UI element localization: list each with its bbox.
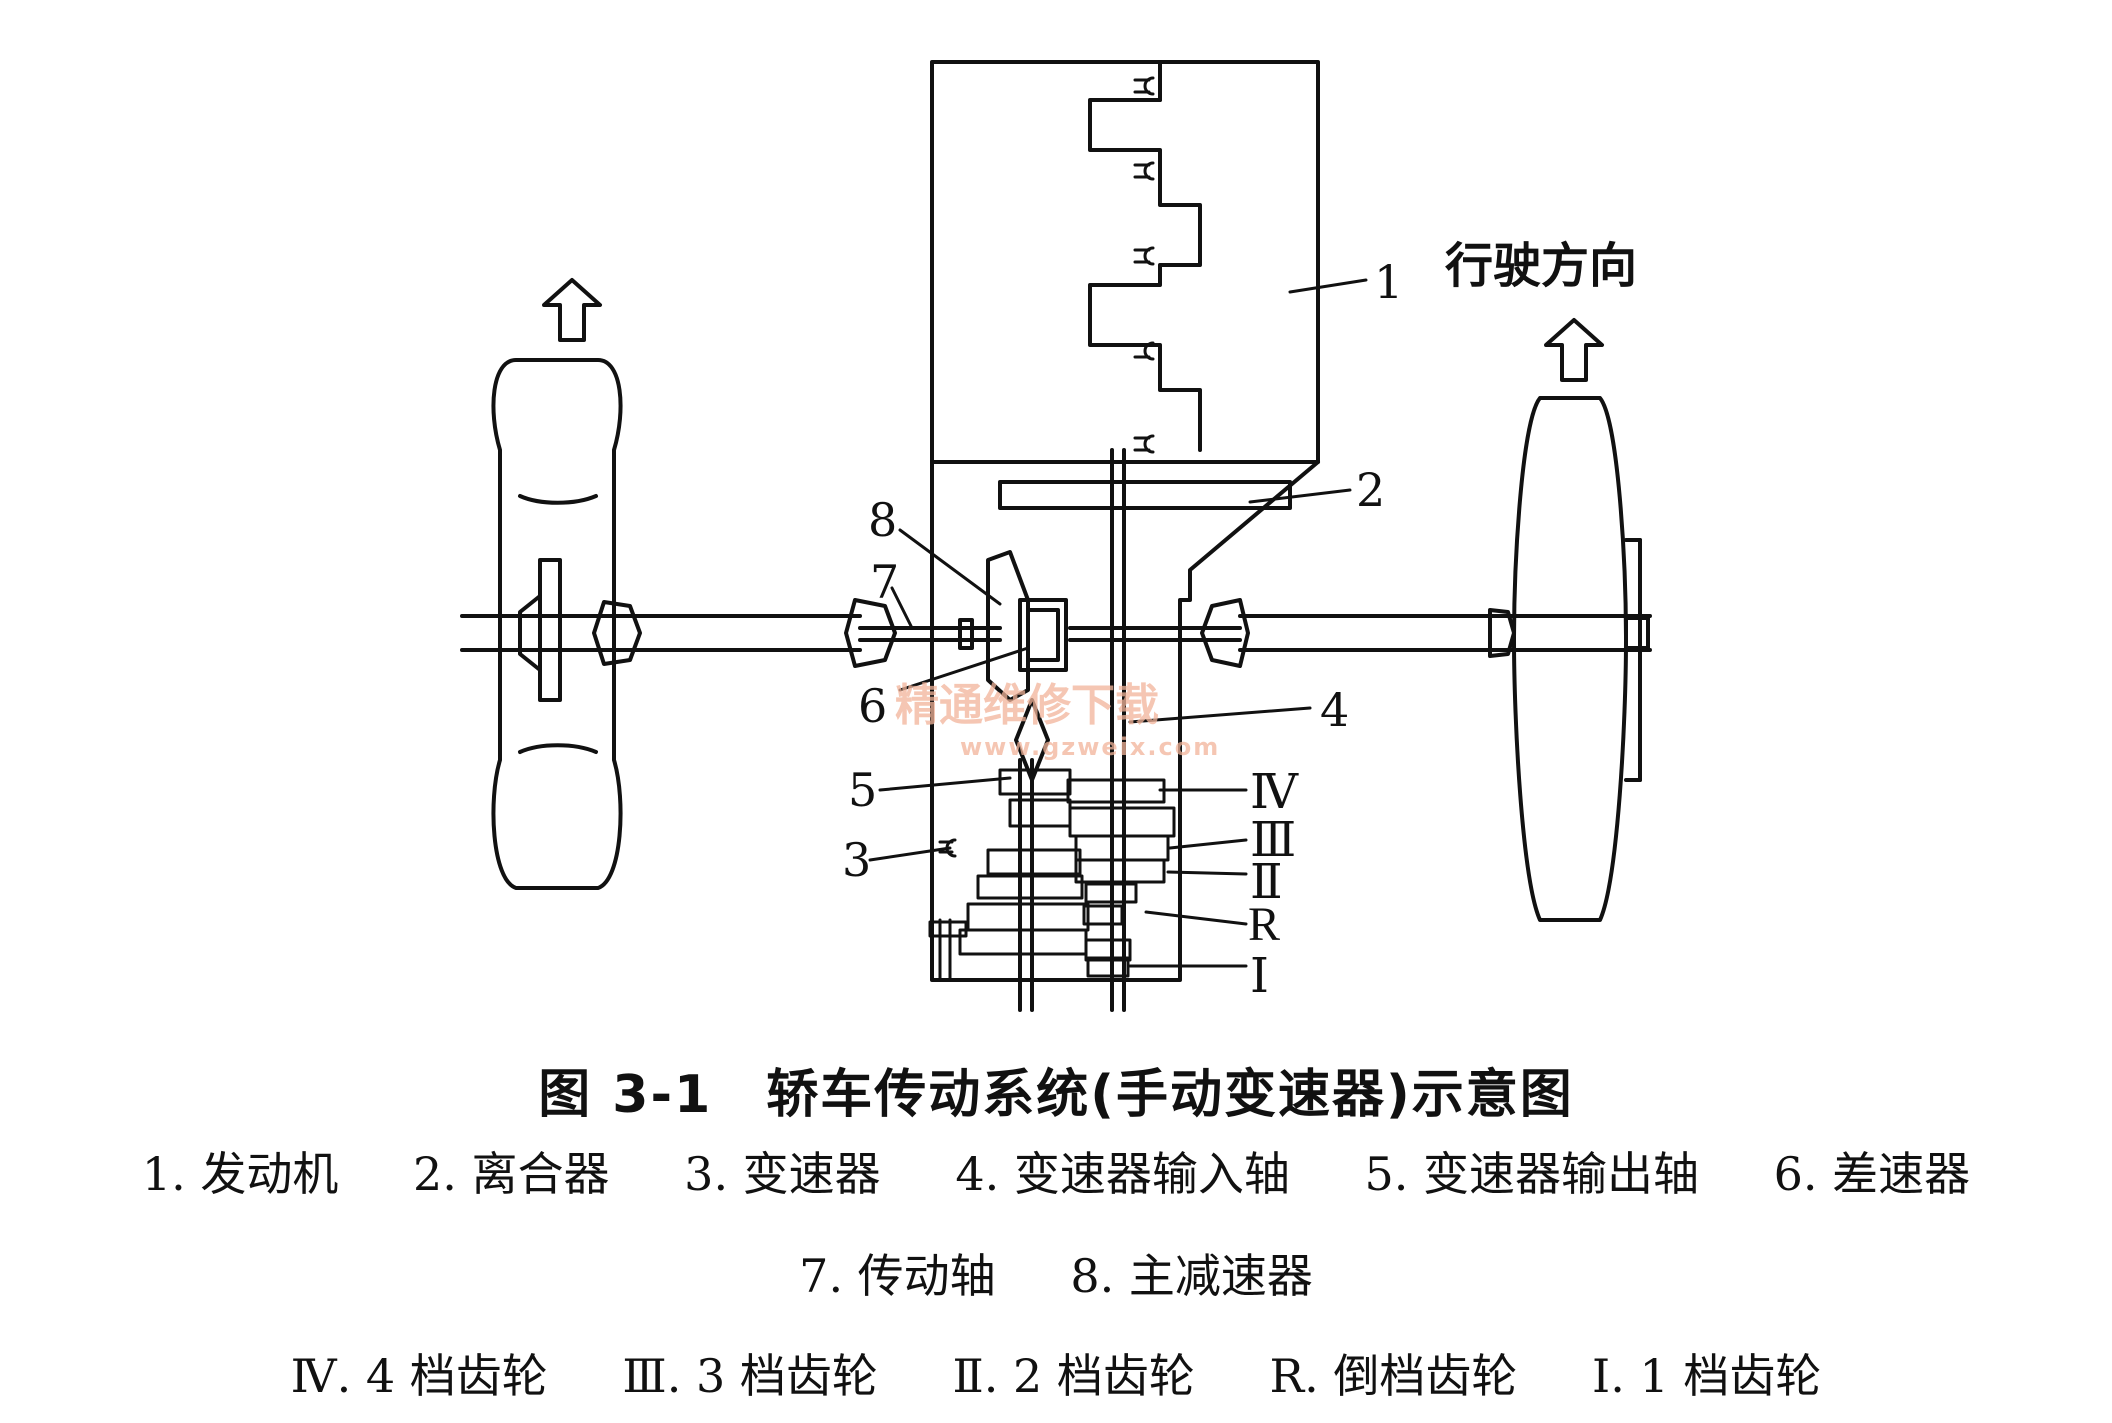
legend-item: Ⅲ. 3 档齿轮 (622, 1349, 878, 1403)
legend-row-2: 7. 传动轴 8. 主减速器 (0, 1240, 2112, 1306)
input-shaft (1110, 448, 1126, 1012)
legend-item: R. 倒档齿轮 (1269, 1349, 1518, 1403)
callout-2: 2 (1356, 463, 1385, 517)
legend-item: 6. 差速器 (1773, 1147, 1971, 1201)
left-wheel (491, 358, 623, 890)
legend-item: 8. 主减速器 (1070, 1249, 1313, 1303)
right-wheel (1512, 396, 1650, 922)
callout-4: 4 (1320, 683, 1349, 737)
gear-label-2: Ⅱ (1250, 856, 1283, 909)
legend-item: 5. 变速器输出轴 (1364, 1147, 1699, 1201)
driving-direction-label: 行驶方向 (1445, 238, 1637, 294)
engine-block (930, 60, 1320, 464)
legend-item: 7. 传动轴 (799, 1249, 996, 1303)
final-drive (986, 550, 1068, 782)
gear-label-r: R (1248, 898, 1280, 951)
right-direction-arrow-icon (1544, 318, 1604, 382)
callout-1: 1 (1374, 255, 1403, 309)
watermark-text: 精通维修下载 (895, 680, 1159, 731)
legend-item: Ⅳ. 4 档齿轮 (290, 1349, 548, 1403)
callout-7: 7 (870, 555, 899, 609)
legend-item: 4. 变速器输入轴 (955, 1147, 1290, 1201)
legend-item: Ⅰ. 1 档齿轮 (1592, 1349, 1822, 1403)
figure-title: 图 3-1 轿车传动系统(手动变速器)示意图 (538, 1065, 1574, 1125)
leader-lines (868, 278, 1368, 968)
clutch-plate (998, 480, 1292, 510)
gear-stack (928, 768, 1176, 982)
gear-label-3: Ⅲ (1250, 814, 1296, 867)
callout-5: 5 (848, 763, 877, 817)
transaxle-housing (930, 460, 1320, 982)
legend-row-1: 1. 发动机 2. 离合器 3. 变速器 4. 变速器输入轴 5. 变速器输出轴… (0, 1138, 2112, 1204)
left-direction-arrow-icon (542, 278, 602, 342)
legend-item: 2. 离合器 (413, 1147, 610, 1201)
legend-row-3: Ⅳ. 4 档齿轮 Ⅲ. 3 档齿轮 Ⅱ. 2 档齿轮 R. 倒档齿轮 Ⅰ. 1 … (0, 1340, 2112, 1406)
drive-shaft (460, 598, 1652, 668)
watermark-url: www.gzweix.com (960, 733, 1220, 761)
legend-item: 3. 变速器 (684, 1147, 881, 1201)
callout-3: 3 (842, 833, 871, 887)
legend-item: Ⅱ. 2 档齿轮 (952, 1349, 1195, 1403)
legend-item: 1. 发动机 (141, 1147, 339, 1201)
gear-label-1: Ⅰ (1250, 950, 1269, 1003)
output-shaft (1018, 758, 1034, 1012)
callout-6: 6 (858, 679, 887, 733)
gear-label-4: Ⅳ (1250, 766, 1299, 819)
callout-8: 8 (868, 493, 897, 547)
drivetrain-diagram: 精通维修下载 www.gzweix.com 行驶方向 1 2 8 7 6 4 5… (460, 60, 1652, 1012)
